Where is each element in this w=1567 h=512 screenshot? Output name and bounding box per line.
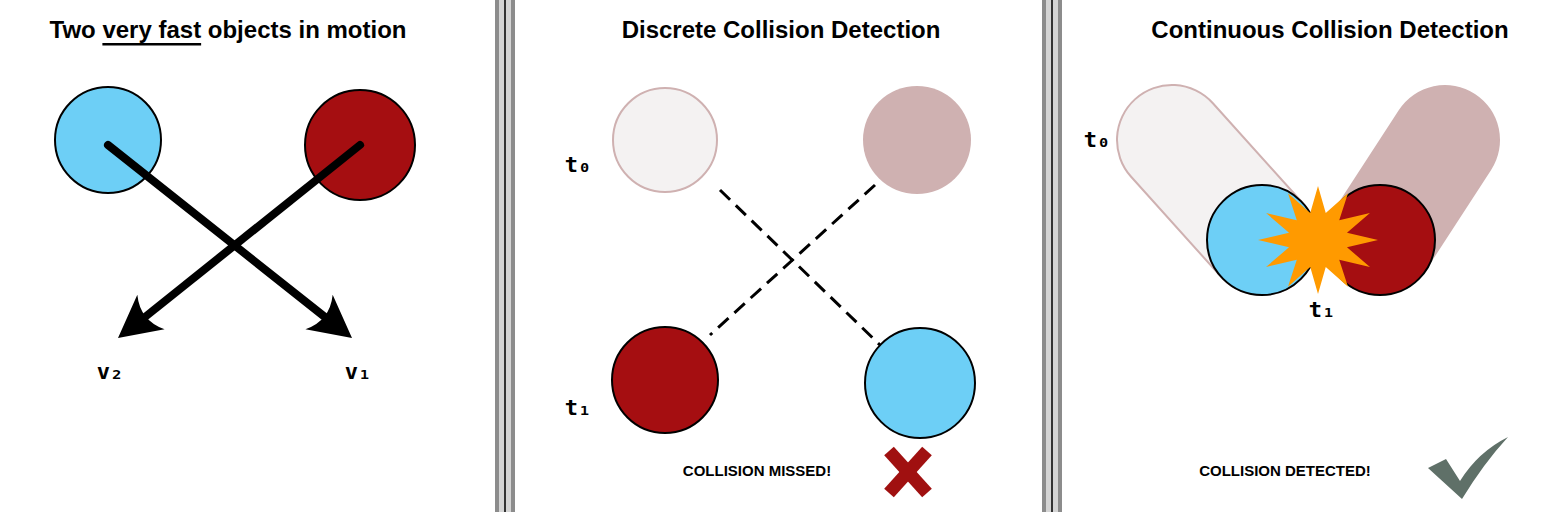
velocity-arrow	[108, 145, 335, 325]
divider-frame	[1042, 0, 1062, 512]
panel-heading: Two very fast objects in motion	[50, 16, 407, 44]
velocity-arrow	[135, 145, 360, 325]
path-line	[720, 190, 880, 345]
cross-stroke	[889, 451, 927, 493]
time-label: t₁	[565, 395, 592, 420]
time-label: t₁	[1309, 297, 1336, 322]
status-text: COLLISION MISSED!	[683, 462, 831, 479]
panel-divider	[495, 0, 515, 512]
divider-fill	[499, 0, 511, 512]
title-underline	[102, 43, 201, 46]
miss-cross	[889, 451, 927, 493]
ghost-blue-ball	[613, 88, 717, 192]
panel-heading: Discrete Collision Detection	[622, 16, 941, 44]
panel-divider	[1042, 0, 1062, 512]
arrow-head	[305, 295, 365, 356]
arrow-head	[104, 295, 164, 356]
velocity-label: v₁	[345, 359, 372, 384]
path-line	[710, 185, 875, 335]
time-label: t₀	[1084, 127, 1111, 152]
panel-heading: Continuous Collision Detection	[1151, 16, 1508, 44]
divider-frame	[495, 0, 515, 512]
impact-star	[1258, 186, 1378, 294]
divider-line	[504, 0, 506, 512]
red-ball	[612, 327, 718, 433]
time-label: t₀	[565, 152, 592, 177]
ghost-red-ball	[863, 86, 971, 194]
check-mark	[1428, 437, 1508, 499]
blue-ball	[865, 328, 975, 438]
divider-line	[1051, 0, 1053, 512]
cross-stroke	[889, 451, 927, 493]
divider-fill	[1046, 0, 1058, 512]
status-text: COLLISION DETECTED!	[1199, 462, 1371, 479]
velocity-label: v₂	[97, 359, 124, 384]
